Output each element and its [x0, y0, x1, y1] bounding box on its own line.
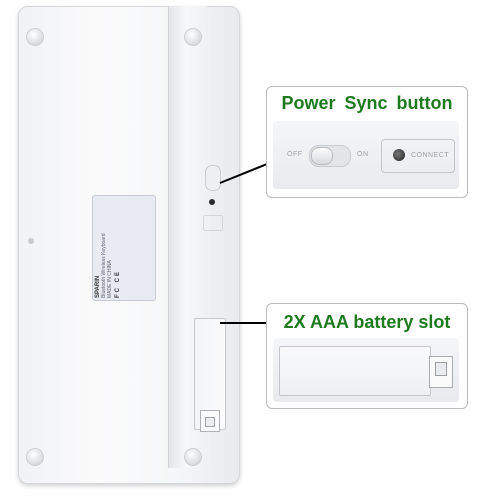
label-origin: MADE IN CHINA [107, 260, 113, 298]
on-label: ON [357, 151, 369, 158]
rubber-foot [184, 448, 202, 466]
callout-title-battery: 2X AAA battery slot [283, 312, 451, 332]
label-cert-marks: FC CE [115, 270, 121, 298]
callout-power-sync: Power Sync button OFF ON CONNECT [266, 86, 468, 198]
battery-latch-tab [205, 417, 215, 427]
sync-button [393, 149, 405, 161]
power-switch-knob [311, 147, 333, 165]
rubber-foot [26, 448, 44, 466]
pointer-line-battery [220, 322, 272, 324]
switch-closeup: OFF ON CONNECT [273, 121, 459, 189]
battery-clip-tab [435, 362, 447, 376]
off-label: OFF [287, 151, 303, 158]
screw [28, 238, 34, 244]
connect-label: CONNECT [411, 152, 450, 159]
battery-closeup [273, 338, 459, 402]
callout-title-power-sync: Power Sync button [281, 93, 453, 113]
connect-button-frame [381, 139, 455, 173]
power-switch-small [205, 165, 221, 191]
rubber-foot [184, 28, 202, 46]
battery-cover [279, 346, 431, 396]
device-label-sticker: SPARIN Bluetooth Wireless Keyboard MADE … [92, 195, 156, 301]
callout-battery-slot: 2X AAA battery slot [266, 303, 468, 409]
sync-hole-small [209, 199, 215, 205]
rubber-foot [26, 28, 44, 46]
connect-area-small [203, 215, 223, 231]
